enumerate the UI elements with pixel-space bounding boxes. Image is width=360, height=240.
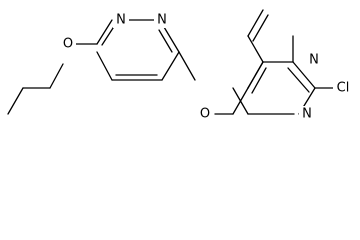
pyrimidine-n-bottom-label: N xyxy=(302,107,312,122)
bond-n2-c3-double xyxy=(158,29,173,53)
chlorine-label: Cl xyxy=(337,81,350,96)
chlorine-background xyxy=(333,80,353,96)
ring-bond-6 xyxy=(232,87,249,115)
bridge-oxygen-label: O xyxy=(200,107,210,122)
pyrimidine-n-bottom-background xyxy=(299,106,315,122)
bond-n1-c2-double xyxy=(252,14,269,42)
bond-c5-c6 xyxy=(96,51,113,81)
propoxy-oxygen-background xyxy=(60,36,76,52)
bond-ch3-ch2 xyxy=(7,87,24,115)
bond-c3-bridge-o xyxy=(178,51,196,81)
bond-c3-c4 xyxy=(161,51,180,81)
pyrimidine-n-top-background xyxy=(306,52,322,68)
ring-bond-1 xyxy=(247,61,264,89)
chemical-structure-diagram: O N N O N N Cl xyxy=(7,9,353,122)
bridge-oxygen-background xyxy=(197,106,213,122)
bond-c6-n1 xyxy=(96,19,113,45)
bond-c5-c6-double xyxy=(251,67,267,94)
pyridazine-n1-background xyxy=(113,12,129,28)
pyrimidine-n-top-label: N xyxy=(309,53,319,68)
pyridazine-n1-label: N xyxy=(116,13,126,28)
propoxy-oxygen-label: O xyxy=(63,37,73,52)
bond-n1-c2 xyxy=(247,9,264,37)
ring-bond-3-double xyxy=(287,67,310,93)
pyridazine-n2-background xyxy=(154,12,170,28)
pyridazine-ring xyxy=(96,19,180,81)
propyl-chain xyxy=(7,63,64,115)
bond-n2-c3 xyxy=(163,26,180,53)
bond-c6-n1 xyxy=(247,35,264,63)
bond-c6-n1-double xyxy=(101,24,116,46)
bond-ch2-o xyxy=(49,63,64,89)
pyridazine-n2-label: N xyxy=(157,13,167,28)
ring-bond-3 xyxy=(292,61,316,89)
